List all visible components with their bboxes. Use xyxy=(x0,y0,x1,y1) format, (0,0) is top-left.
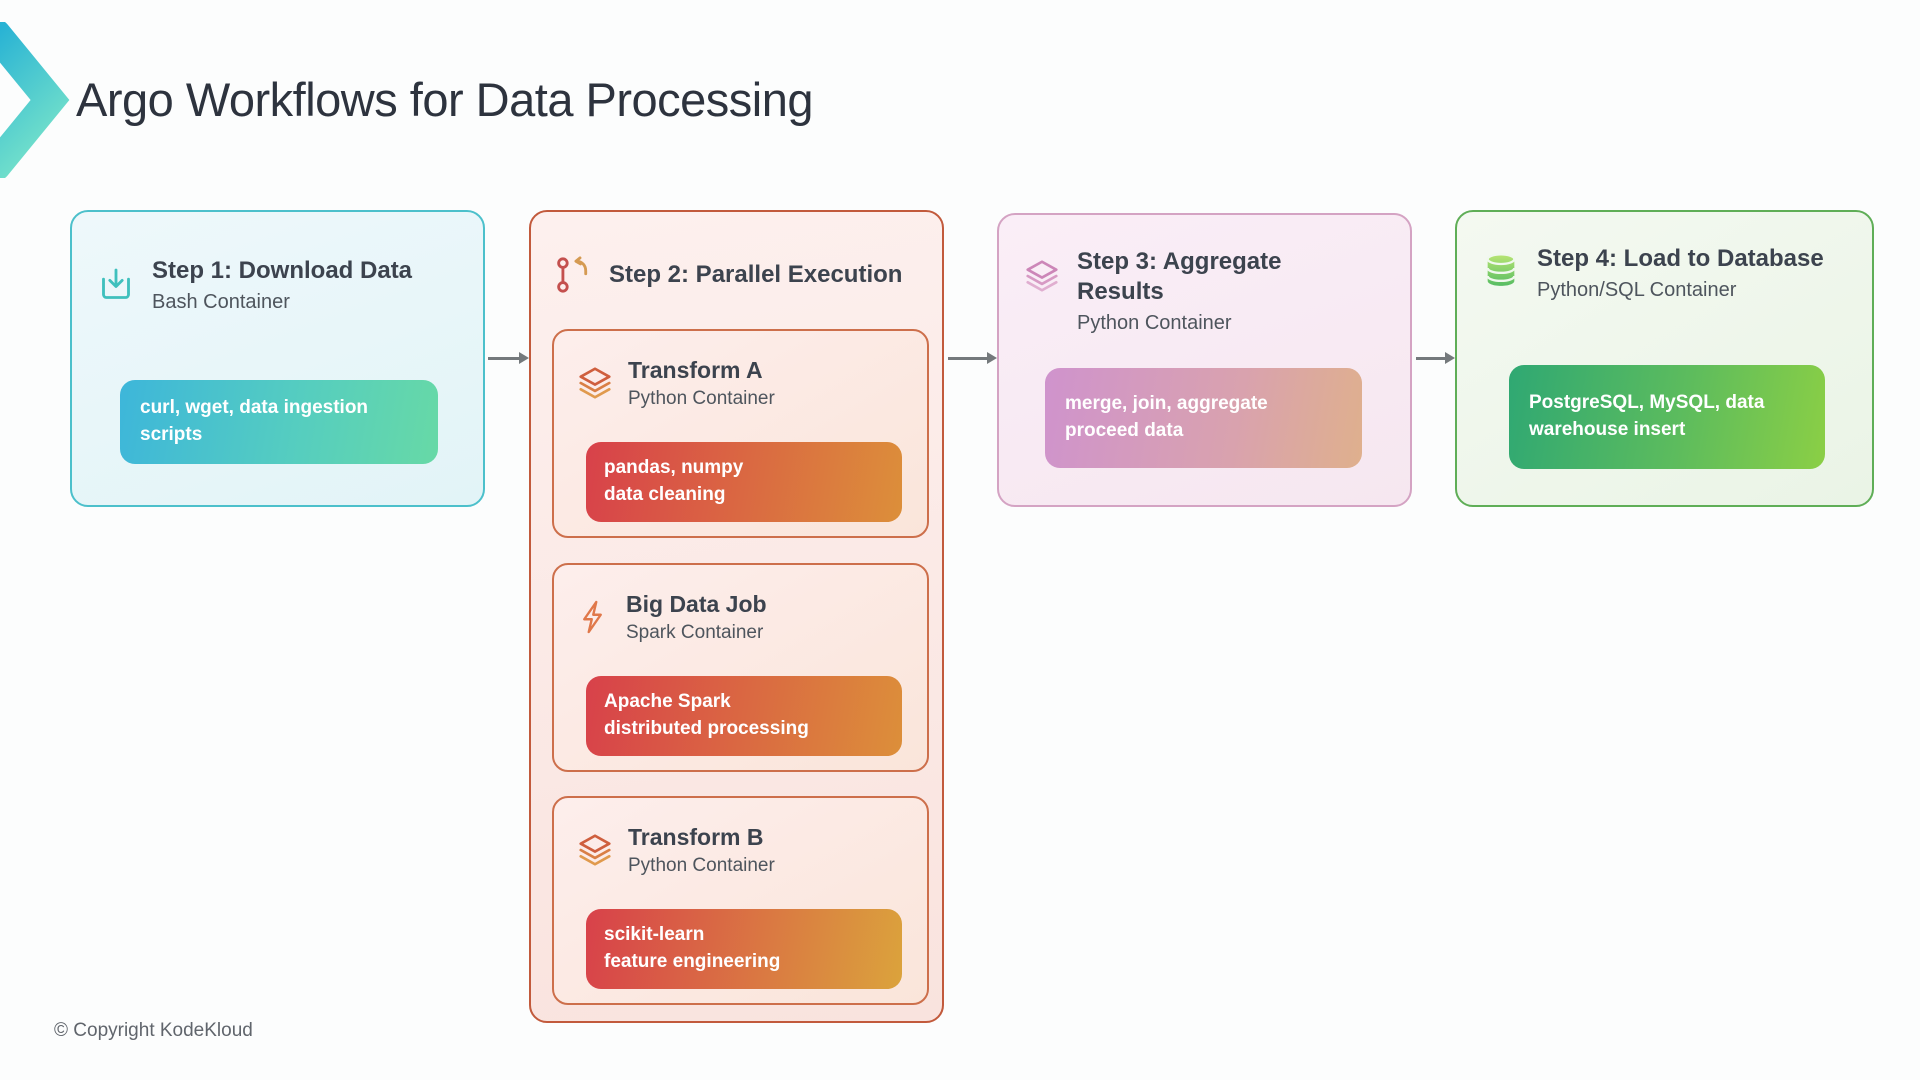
transform-a-tools-pill: pandas, numpy data cleaning xyxy=(586,442,902,522)
step3-aggregate-results-box: Step 3: Aggregate Results Python Contain… xyxy=(997,213,1412,507)
flow-arrow-1 xyxy=(488,352,529,363)
transform-b-box: Transform B Python Container scikit-lear… xyxy=(552,796,929,1005)
step1-title: Step 1: Download Data xyxy=(152,257,413,284)
flow-arrow-3 xyxy=(1416,352,1455,363)
pill-line: proceed data xyxy=(1065,420,1184,441)
transform-b-subtitle: Python Container xyxy=(628,854,775,876)
layers-icon xyxy=(1023,257,1061,295)
big-data-job-tools-pill: Apache Spark distributed processing xyxy=(586,676,902,756)
pill-line: scikit-learn xyxy=(604,924,705,946)
copyright-text: © Copyright KodeKloud xyxy=(54,1020,253,1041)
step1-tools-pill: curl, wget, data ingestion scripts xyxy=(120,380,438,464)
transform-a-header: Transform A Python Container xyxy=(554,331,927,410)
layers-icon xyxy=(576,364,614,402)
step4-title: Step 4: Load to Database xyxy=(1537,245,1824,272)
transform-a-subtitle: Python Container xyxy=(628,387,775,409)
step4-header: Step 4: Load to Database Python/SQL Cont… xyxy=(1457,212,1872,302)
transform-b-header: Transform B Python Container xyxy=(554,798,927,877)
step1-header: Step 1: Download Data Bash Container xyxy=(72,212,483,314)
pill-line: pandas, numpy xyxy=(604,457,744,479)
big-data-job-subtitle: Spark Container xyxy=(626,621,764,643)
pill-line: curl, wget, data ingestion xyxy=(140,397,369,418)
git-fork-icon xyxy=(555,256,593,294)
transform-a-title: Transform A xyxy=(628,357,763,383)
pill-line: scripts xyxy=(140,423,203,445)
big-data-job-box: Big Data Job Spark Container Apache Spar… xyxy=(552,563,929,772)
transform-b-tools-pill: scikit-learn feature engineering xyxy=(586,909,902,989)
transform-a-box: Transform A Python Container pandas, num… xyxy=(552,329,929,538)
pill-line: warehouse insert xyxy=(1529,419,1686,440)
download-icon xyxy=(96,265,136,305)
big-data-job-title: Big Data Job xyxy=(626,591,767,617)
transform-b-title: Transform B xyxy=(628,824,764,850)
step3-header: Step 3: Aggregate Results Python Contain… xyxy=(999,215,1410,335)
pill-line: PostgreSQL, MySQL, data xyxy=(1529,392,1765,414)
step2-header: Step 2: Parallel Execution xyxy=(531,212,942,294)
page-title: Argo Workflows for Data Processing xyxy=(76,73,814,126)
flow-arrow-2 xyxy=(948,352,997,363)
bolt-icon xyxy=(576,599,612,635)
pill-line: merge, join, aggregate xyxy=(1065,393,1268,415)
layers-icon xyxy=(576,831,614,869)
pill-line: Apache Spark xyxy=(604,691,731,713)
pill-line: distributed processing xyxy=(604,718,809,739)
step4-subtitle: Python/SQL Container xyxy=(1537,279,1737,301)
step3-subtitle: Python Container xyxy=(1077,312,1232,334)
step1-subtitle: Bash Container xyxy=(152,291,290,313)
step4-tools-pill: PostgreSQL, MySQL, data warehouse insert xyxy=(1509,365,1825,469)
step2-parallel-execution-box: Step 2: Parallel Execution Transform A P… xyxy=(529,210,944,1023)
pill-line: data cleaning xyxy=(604,484,726,505)
database-icon xyxy=(1481,250,1521,290)
big-data-job-header: Big Data Job Spark Container xyxy=(554,565,927,644)
step3-title: Step 3: Aggregate Results xyxy=(1077,248,1282,305)
step4-load-to-database-box: Step 4: Load to Database Python/SQL Cont… xyxy=(1455,210,1874,507)
step2-title: Step 2: Parallel Execution xyxy=(609,261,903,288)
pill-line: feature engineering xyxy=(604,951,781,972)
kodekloud-chevron-icon xyxy=(0,19,78,181)
step3-tools-pill: merge, join, aggregate proceed data xyxy=(1045,368,1362,468)
step1-download-data-box: Step 1: Download Data Bash Container cur… xyxy=(70,210,485,507)
